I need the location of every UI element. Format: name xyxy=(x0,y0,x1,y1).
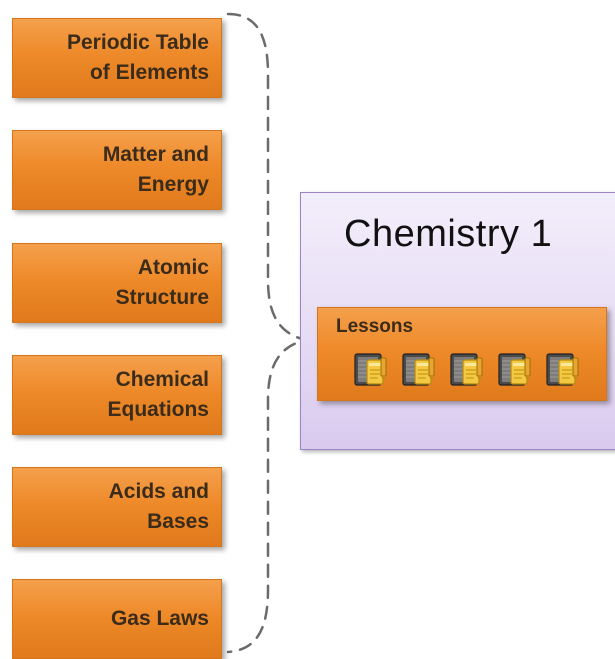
curly-brace-connector xyxy=(226,12,307,654)
topic-periodic-table[interactable]: Periodic Table of Elements xyxy=(12,18,222,98)
lesson-icons xyxy=(352,351,582,389)
topic-atomic-structure[interactable]: Atomic Structure xyxy=(12,243,222,323)
course-panel[interactable]: Chemistry 1 Lessons xyxy=(300,192,615,450)
topic-chemical-equations[interactable]: Chemical Equations xyxy=(12,355,222,435)
course-title: Chemistry 1 xyxy=(344,213,553,255)
lessons-box[interactable]: Lessons xyxy=(317,307,607,401)
notebook-icon[interactable] xyxy=(352,351,390,389)
topic-label: Matter and Energy xyxy=(102,143,209,196)
topic-label: Gas Laws xyxy=(110,607,209,630)
topic-acids-and-bases[interactable]: Acids and Bases xyxy=(12,467,222,547)
lessons-label: Lessons xyxy=(336,316,414,337)
topic-matter-and-energy[interactable]: Matter and Energy xyxy=(12,130,222,210)
topic-label: Acids and Bases xyxy=(108,480,209,533)
notebook-icon[interactable] xyxy=(448,351,486,389)
topic-label: Chemical Equations xyxy=(107,368,209,421)
topic-label: Atomic Structure xyxy=(115,256,209,309)
notebook-icon[interactable] xyxy=(544,351,582,389)
topic-gas-laws[interactable]: Gas Laws xyxy=(12,579,222,659)
notebook-icon[interactable] xyxy=(400,351,438,389)
notebook-icon[interactable] xyxy=(496,351,534,389)
topic-label: Periodic Table of Elements xyxy=(67,31,209,84)
